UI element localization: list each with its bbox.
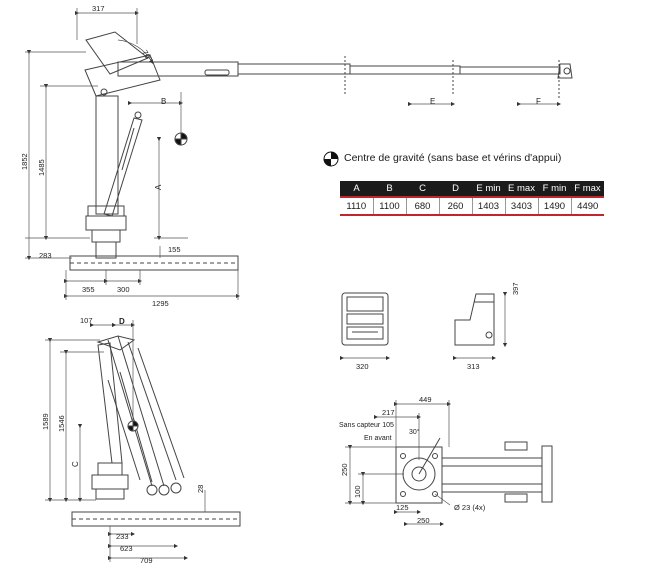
- dim-623: 623: [120, 544, 133, 553]
- cg-value-e-max: 3403: [505, 197, 539, 215]
- dim-449: 449: [419, 395, 432, 404]
- cg-value-d: 260: [439, 197, 473, 215]
- label-e: E: [430, 97, 435, 106]
- cg-header-e-max: E max: [505, 181, 538, 197]
- dim-125: 125: [396, 503, 409, 512]
- dim-1852: 1852: [20, 153, 29, 170]
- holes-note: Ø 23 (4x): [454, 503, 486, 512]
- cg-value-f-min: 1490: [538, 197, 572, 215]
- label-f: F: [536, 97, 541, 106]
- side-view-dimensions: [25, 8, 562, 300]
- outrigger-top: [441, 457, 543, 467]
- cg-header-f-max: F max: [571, 181, 604, 197]
- control-box-side: [454, 293, 495, 346]
- dim-1485: 1485: [37, 159, 46, 176]
- dim-155: 155: [168, 245, 181, 254]
- cg-value-c: 680: [406, 197, 440, 215]
- folded-view-dimensions: [45, 320, 206, 562]
- cg-table-header-row: A B C D E min E max F min F max: [340, 181, 604, 197]
- label-c: C: [71, 461, 80, 467]
- cg-value-e-min: 1403: [472, 197, 506, 215]
- dim-283: 283: [39, 251, 52, 260]
- slew-angle: 30°: [409, 428, 420, 436]
- main-boom: [117, 61, 239, 77]
- boom-head: [84, 54, 161, 97]
- top-view: [395, 437, 553, 504]
- control-box-front: [341, 292, 389, 346]
- dim-320: 320: [356, 362, 369, 371]
- dim-300: 300: [117, 285, 130, 294]
- folded-view: [71, 335, 241, 527]
- dim-397: 397: [511, 282, 520, 295]
- top-view-dimensions: [345, 400, 452, 527]
- cg-table: A B C D E min E max F min F max 1110 110…: [340, 181, 604, 216]
- cg-header-d: D: [439, 181, 472, 197]
- dim-313: 313: [467, 362, 480, 371]
- extension-2: [349, 65, 461, 75]
- dim-1295: 1295: [152, 299, 169, 308]
- extension-1: [237, 63, 351, 75]
- label-a: A: [154, 184, 163, 190]
- extension-3: [459, 66, 561, 75]
- boom-tip-folded: [85, 31, 149, 75]
- dimension-labels: 317 70° B E F A 1852 1485 283 155 355 30…: [20, 4, 541, 565]
- cg-header-b: B: [373, 181, 406, 197]
- dim-107: 107: [80, 316, 93, 325]
- dim-1589: 1589: [41, 413, 50, 430]
- outrigger-bottom: [441, 483, 543, 493]
- cg-value-f-max: 4490: [577, 200, 599, 212]
- label-b: B: [161, 97, 166, 106]
- cg-header-c: C: [406, 181, 439, 197]
- cg-header-f-min: F min: [538, 181, 571, 197]
- lift-cylinder: [103, 117, 143, 217]
- dim-355: 355: [82, 285, 95, 294]
- cg-table-row: 1110 1100 680 260 1403 3403 1490 4490: [340, 197, 604, 215]
- folded-boom: [107, 335, 185, 487]
- dim-1546: 1546: [57, 415, 66, 432]
- dim-217: 217: [382, 408, 395, 417]
- dim-233: 233: [116, 532, 129, 541]
- forward-note: En avant: [364, 435, 392, 442]
- dim-709: 709: [140, 556, 153, 565]
- side-view: [69, 31, 573, 271]
- cg-legend-text: Centre de gravité (sans base et vérins d…: [344, 152, 562, 164]
- cg-value-a: 1110: [340, 197, 374, 215]
- folded-column: [97, 342, 123, 464]
- column: [95, 95, 119, 215]
- dim-28: 28: [196, 485, 205, 493]
- label-d: D: [119, 317, 125, 326]
- sensor-note: Sans capteur 105: [339, 422, 394, 429]
- cg-header-a: A: [340, 181, 373, 197]
- cg-symbol-icon: [323, 151, 339, 167]
- cg-value-b: 1100: [373, 197, 407, 215]
- dim-250-vertical: 250: [340, 463, 349, 476]
- dim-100: 100: [353, 485, 362, 498]
- cg-header-e-min: E min: [472, 181, 505, 197]
- dim-317: 317: [92, 4, 105, 13]
- dim-250-horizontal: 250: [417, 516, 430, 525]
